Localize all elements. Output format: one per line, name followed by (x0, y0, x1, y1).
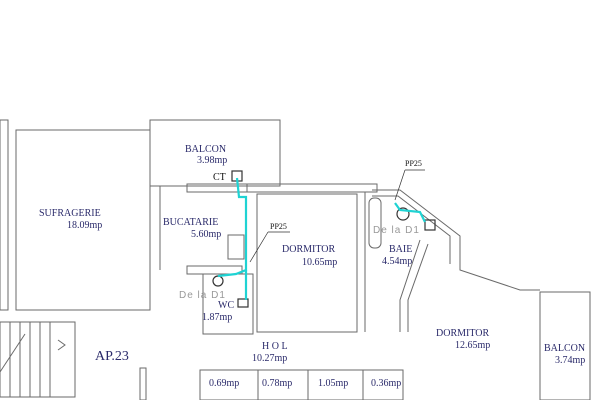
room-area-baie: 4.54mp (382, 256, 412, 267)
room-area-bucatarie: 5.60mp (191, 229, 221, 240)
apartment-number: AP.23 (95, 349, 129, 364)
room-name-balcon: BALCON (544, 343, 585, 354)
room-name-bucatarie: BUCATARIE (163, 217, 218, 228)
room-area-balcon: 3.74mp (555, 355, 585, 366)
closet-area: 0.69mp (209, 378, 239, 389)
room-area-balcon: 3.98mp (197, 155, 227, 166)
closet-area: 0.78mp (262, 378, 292, 389)
stove-icon (227, 234, 245, 260)
pipe-source-label: De la D1 (179, 290, 226, 301)
room-area-dormitor: 12.65mp (455, 340, 490, 351)
room-area-wc: 1.87mp (202, 312, 232, 323)
closet-area: 1.05mp (318, 378, 348, 389)
washbasin-icon (396, 207, 410, 221)
room-area-dormitor: 10.65mp (302, 257, 337, 268)
bathtub-icon (368, 197, 382, 249)
room-name-dormitor: DORMITOR (436, 328, 489, 339)
room-name-hol: H O L (262, 341, 288, 352)
room-name-dormitor: DORMITOR (282, 244, 335, 255)
room-name-balcon: BALCON (185, 144, 226, 155)
pipe-label: PP25 (270, 222, 287, 231)
sink-icon (212, 275, 224, 287)
room-area-sufragerie: 18.09mp (67, 220, 102, 231)
room-name-sufragerie: SUFRAGERIE (39, 208, 101, 219)
toilet-icon (237, 298, 249, 308)
toilet-icon (424, 219, 436, 231)
pipe-label: PP25 (405, 159, 422, 168)
closet-area: 0.36mp (371, 378, 401, 389)
room-name-baie: BAIE (389, 244, 412, 255)
pipe-source-label: De la D1 (373, 225, 420, 236)
room-name-wc: WC (218, 300, 234, 311)
walls (0, 119, 591, 400)
room-area-hol: 10.27mp (252, 353, 287, 364)
water-pipes (217, 169, 426, 300)
ct-label: CT (213, 172, 226, 183)
